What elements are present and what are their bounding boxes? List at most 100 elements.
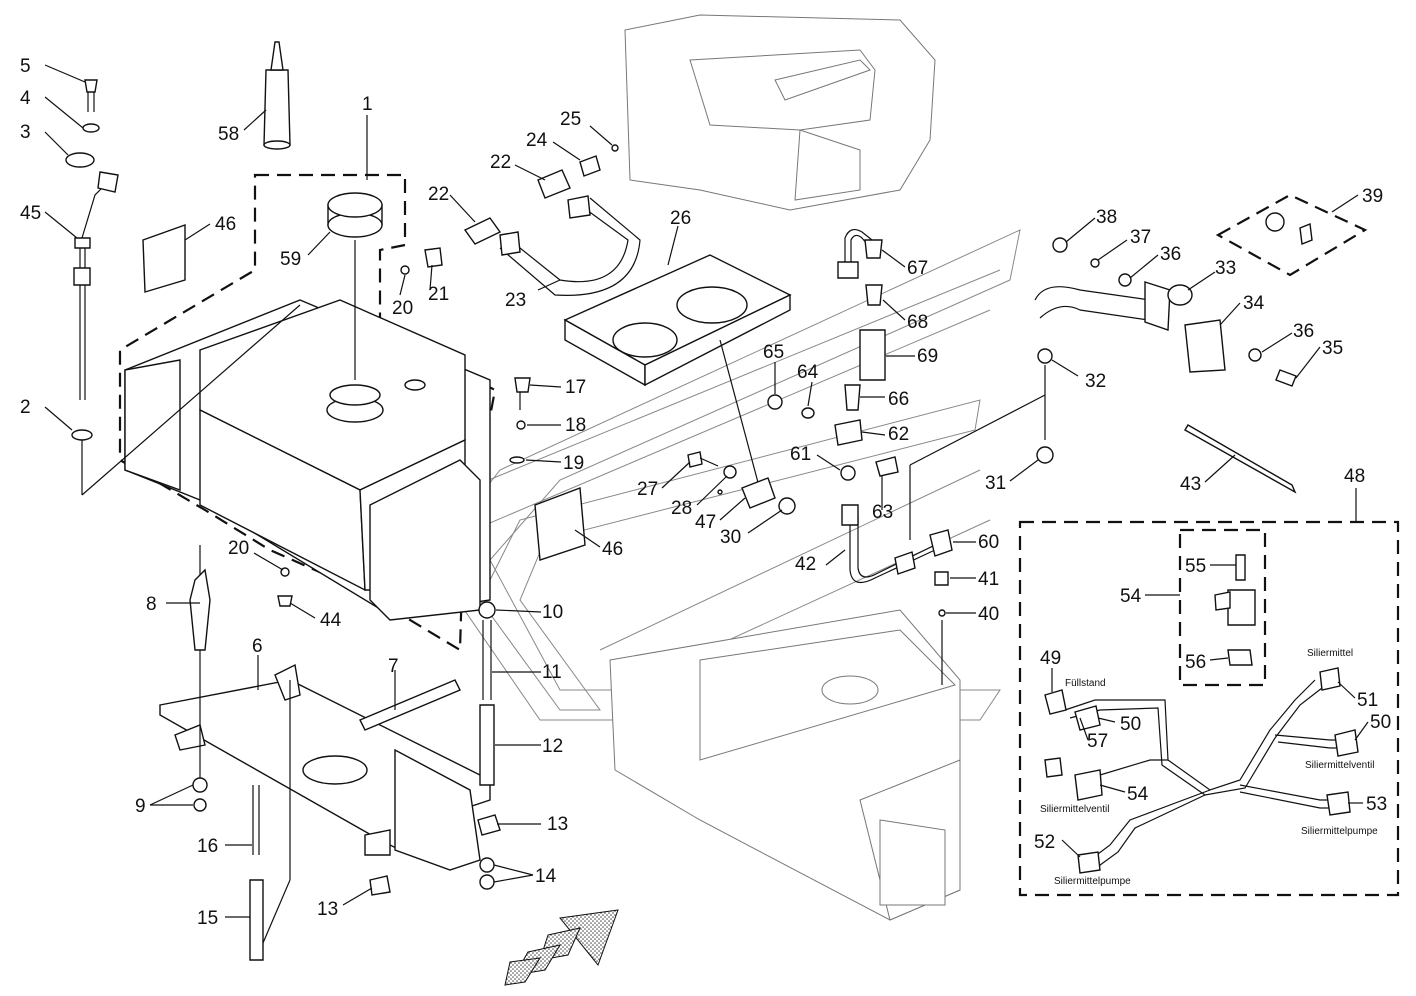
mounting-plate (159, 663, 491, 951)
callout-20: 20 (392, 298, 413, 319)
callout-51: 51 (1357, 690, 1378, 711)
flange-and-bolt (65, 79, 100, 168)
callout-42: 42 (795, 554, 816, 575)
callout-58: 58 (218, 124, 239, 145)
direction-arrow-icon (504, 909, 619, 986)
callout-19: 19 (563, 453, 584, 474)
callout-36: 36 (1160, 244, 1181, 265)
callout-2: 2 (20, 397, 31, 418)
pipe-bracket-assembly (909, 237, 1297, 540)
callout-62: 62 (888, 424, 909, 445)
callout-52: 52 (1034, 832, 1055, 853)
callout-63: 63 (872, 502, 893, 523)
label-siliermittelventil-right: Siliermittelventil (1305, 760, 1374, 771)
wiring-kit (1018, 520, 1400, 897)
callout-31: 31 (985, 473, 1006, 494)
callout-24: 24 (526, 130, 548, 151)
callout-57: 57 (1087, 731, 1108, 752)
sealant-tube (263, 41, 291, 150)
callout-50b: 50 (1370, 712, 1391, 733)
pipe-fitting-assembly (840, 465, 953, 685)
callout-60: 60 (978, 532, 999, 553)
callout-66: 66 (888, 389, 909, 410)
callout-26: 26 (670, 208, 691, 229)
callout-40: 40 (978, 604, 999, 625)
callout-10: 10 (542, 602, 563, 623)
hose-assembly (463, 144, 641, 296)
callout-55: 55 (1185, 556, 1206, 577)
tray (563, 254, 792, 491)
strip (359, 679, 461, 731)
callout-46b: 46 (602, 539, 623, 560)
callout-67: 67 (907, 258, 928, 279)
filter-line-assembly (767, 228, 899, 477)
callout-54b: 54 (1127, 784, 1149, 805)
callout-34: 34 (1243, 293, 1265, 314)
callout-6: 6 (252, 636, 263, 657)
callout-36b: 36 (1293, 321, 1314, 342)
label-siliermittelpumpe-left: Siliermittelpumpe (1054, 876, 1131, 887)
callout-1: 1 (362, 94, 373, 115)
callout-27: 27 (637, 479, 658, 500)
filler-cap (327, 192, 383, 380)
callout-23: 23 (505, 290, 526, 311)
cable-tie (1184, 424, 1297, 494)
callout-65: 65 (763, 342, 784, 363)
callout-44: 44 (320, 610, 342, 631)
callout-49: 49 (1040, 648, 1061, 669)
bolt-set-27-30 (687, 451, 796, 515)
callout-labels: 5 4 3 45 2 1 58 46 59 20 21 22 22 23 24 … (20, 56, 1391, 929)
callout-28: 28 (671, 498, 692, 519)
label-fuellstand: Füllstand (1065, 678, 1106, 689)
callout-46: 46 (215, 214, 236, 235)
callout-69: 69 (917, 346, 938, 367)
main-tank (124, 299, 491, 621)
callout-48: 48 (1344, 466, 1365, 487)
callout-43: 43 (1180, 474, 1201, 495)
callout-15: 15 (197, 908, 218, 929)
callout-38: 38 (1096, 207, 1117, 228)
callout-53: 53 (1366, 794, 1387, 815)
callout-8: 8 (146, 594, 157, 615)
callout-54: 54 (1120, 586, 1142, 607)
callout-3: 3 (20, 122, 31, 143)
callout-16: 16 (197, 836, 218, 857)
callout-50: 50 (1120, 714, 1141, 735)
label-siliermittel: Siliermittel (1307, 648, 1353, 659)
callout-68: 68 (907, 312, 928, 333)
cap-kit (1215, 193, 1368, 277)
callout-37: 37 (1130, 227, 1151, 248)
callout-22b: 22 (490, 152, 511, 173)
leader-lines (44, 64, 1369, 918)
callout-20b: 20 (228, 538, 249, 559)
callout-25: 25 (560, 109, 581, 130)
background-tank-outline (609, 609, 961, 921)
callout-30: 30 (720, 527, 741, 548)
callout-56: 56 (1185, 652, 1206, 673)
label-siliermittelventil-left: Siliermittelventil (1040, 804, 1109, 815)
callout-11: 11 (542, 662, 562, 683)
callout-47: 47 (695, 512, 716, 533)
callout-5: 5 (20, 56, 31, 77)
label-plate-2 (534, 487, 586, 561)
callout-32: 32 (1085, 371, 1106, 392)
studs-and-nuts (249, 601, 501, 961)
callout-45: 45 (20, 203, 41, 224)
label-plate (142, 224, 186, 293)
callout-21: 21 (428, 284, 449, 305)
callout-18: 18 (565, 415, 586, 436)
callout-35: 35 (1322, 338, 1343, 359)
callout-7: 7 (388, 656, 399, 677)
callout-4: 4 (20, 88, 31, 109)
level-sensor-rod (71, 171, 301, 496)
callout-39: 39 (1362, 186, 1383, 207)
callout-64: 64 (797, 362, 819, 383)
small-fittings (277, 247, 531, 607)
callout-9: 9 (135, 796, 146, 817)
callout-61: 61 (790, 444, 811, 465)
callout-59: 59 (280, 249, 301, 270)
callout-13: 13 (547, 814, 568, 835)
callout-12: 12 (542, 736, 563, 757)
callout-22: 22 (428, 184, 449, 205)
